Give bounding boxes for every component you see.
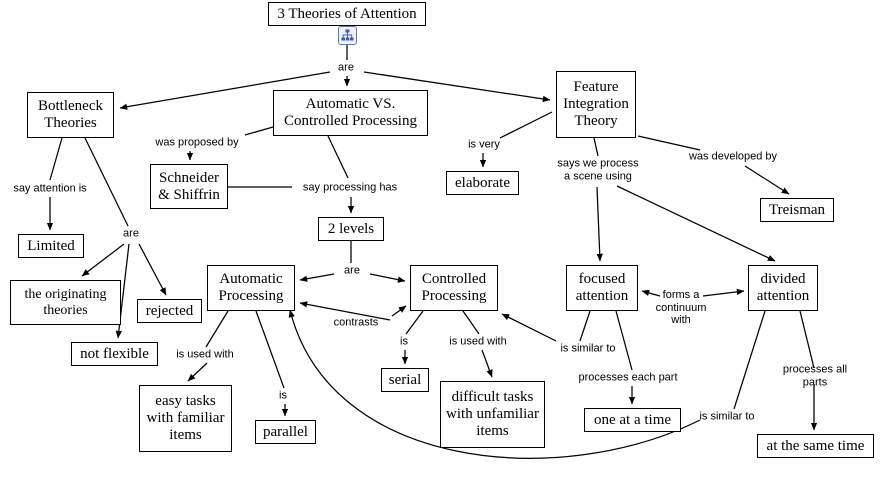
edge-focused-to-l-proc-each	[615, 310, 633, 371]
edge-l-was-developed-to-treisman	[744, 165, 790, 195]
edge-fit-to-l-was-developed	[637, 135, 701, 151]
edge-l-is-used-auto-to-easytasks	[187, 362, 208, 382]
edge-label-l-is-used-auto: is used with	[176, 348, 234, 361]
edge-focused-to-l-is-similar-foc	[579, 310, 591, 342]
edge-l-forms-to-divided	[702, 288, 745, 297]
edge-autovs-to-l-say-processing	[327, 135, 349, 179]
edge-label-l-is-similar-foc: is similar to	[560, 342, 616, 355]
node-autovs[interactable]: Automatic VS. Controlled Processing	[273, 90, 428, 136]
node-serial[interactable]: serial	[381, 368, 429, 392]
concept-map-icon[interactable]	[338, 26, 357, 45]
edge-j-are-left-to-origin	[81, 243, 125, 277]
node-autoproc[interactable]: Automatic Processing	[207, 265, 295, 311]
node-fit[interactable]: Feature Integration Theory	[556, 71, 636, 138]
edge-label-l-contrasts: contrasts	[333, 316, 379, 329]
edge-label-l-is-similar-div: is similar to	[699, 410, 755, 423]
edge-autoproc-to-l-is-parallel	[255, 310, 285, 389]
node-samtime[interactable]: at the same time	[757, 434, 874, 458]
edge-fit-to-l-says-we	[593, 137, 599, 157]
node-twolevels[interactable]: 2 levels	[318, 217, 384, 241]
edge-bottleneck-to-j-are-left	[84, 137, 129, 227]
concept-map-icon-glyph	[341, 29, 354, 41]
node-treisman[interactable]: Treisman	[760, 198, 834, 222]
edge-j-are-left-to-rejected	[138, 243, 167, 296]
node-difficult[interactable]: difficult tasks with unfamiliar items	[440, 381, 545, 448]
edge-label-l-are-left: are	[123, 227, 139, 240]
edge-label-l-says-we: says we process a scene using	[557, 157, 639, 182]
node-notflexible[interactable]: not flexible	[71, 342, 158, 366]
edge-label-l-is-very: is very	[468, 138, 500, 151]
node-origin[interactable]: the originating theories	[10, 280, 121, 325]
node-root[interactable]: 3 Theories of Attention	[268, 2, 426, 26]
edge-label-l-is-parallel: is	[279, 389, 287, 402]
edge-label-l-are-lvl: are	[344, 264, 360, 277]
node-rejected[interactable]: rejected	[137, 299, 202, 323]
edge-ctrlproc-to-l-is-serial	[405, 310, 424, 335]
edge-label-l-was-proposed: was proposed by	[155, 136, 239, 149]
node-schneider[interactable]: Schneider & Shiffrin	[150, 164, 228, 209]
edge-l-says-we-to-divided	[616, 185, 776, 262]
edge-j-are-lvl-to-autoproc	[299, 273, 335, 282]
edge-label-l-say-attention: say attention is	[13, 182, 87, 195]
node-oneatatime[interactable]: one at a time	[584, 408, 681, 432]
edge-l-says-we-to-focused	[596, 186, 603, 262]
edge-label-l-forms: forms a continuum with	[655, 289, 707, 327]
node-easytasks[interactable]: easy tasks with familiar items	[139, 385, 232, 452]
node-parallel[interactable]: parallel	[255, 420, 316, 444]
node-focused[interactable]: focused attention	[566, 265, 638, 311]
edge-fit-to-l-is-very	[499, 111, 553, 139]
edge-l-forms-to-focused	[641, 289, 661, 297]
edge-j-are-top-to-bottleneck	[119, 71, 331, 110]
node-limited[interactable]: Limited	[18, 234, 84, 258]
edge-label-l-are-top: are	[338, 61, 354, 74]
edge-divided-to-l-proc-all	[799, 310, 815, 369]
edge-j-are-lvl-to-ctrlproc	[369, 273, 406, 283]
node-elaborate[interactable]: elaborate	[446, 171, 519, 195]
edge-autovs-to-l-was-proposed	[244, 126, 274, 136]
edge-autoproc-to-l-is-used-auto	[205, 310, 229, 348]
edge-l-is-similar-div-to-autoproc	[288, 309, 701, 459]
node-divided[interactable]: divided attention	[748, 265, 818, 311]
edge-label-l-is-serial: is	[400, 335, 408, 348]
edge-j-are-top-to-fit	[363, 71, 551, 103]
edge-label-l-proc-all: processes all parts	[782, 363, 848, 388]
edge-label-l-say-processing: say processing has	[302, 181, 398, 194]
edge-l-is-used-ctrl-to-difficult	[481, 349, 493, 378]
edge-l-contrasts-to-ctrlproc	[391, 305, 407, 317]
edge-label-l-is-used-ctrl: is used with	[449, 335, 507, 348]
edge-ctrlproc-to-l-is-used-ctrl	[462, 310, 480, 335]
edge-label-l-proc-each: processes each part	[578, 371, 678, 384]
edge-label-l-was-developed: was developed by	[688, 150, 778, 163]
edge-bottleneck-to-l-say-attention	[49, 137, 63, 181]
edge-l-is-similar-foc-to-ctrlproc	[501, 313, 557, 342]
node-bottleneck[interactable]: Bottleneck Theories	[27, 92, 114, 138]
edge-l-contrasts-to-autoproc	[299, 301, 391, 321]
node-ctrlproc[interactable]: Controlled Processing	[410, 265, 498, 311]
edge-divided-to-l-is-similar-div	[733, 310, 766, 410]
